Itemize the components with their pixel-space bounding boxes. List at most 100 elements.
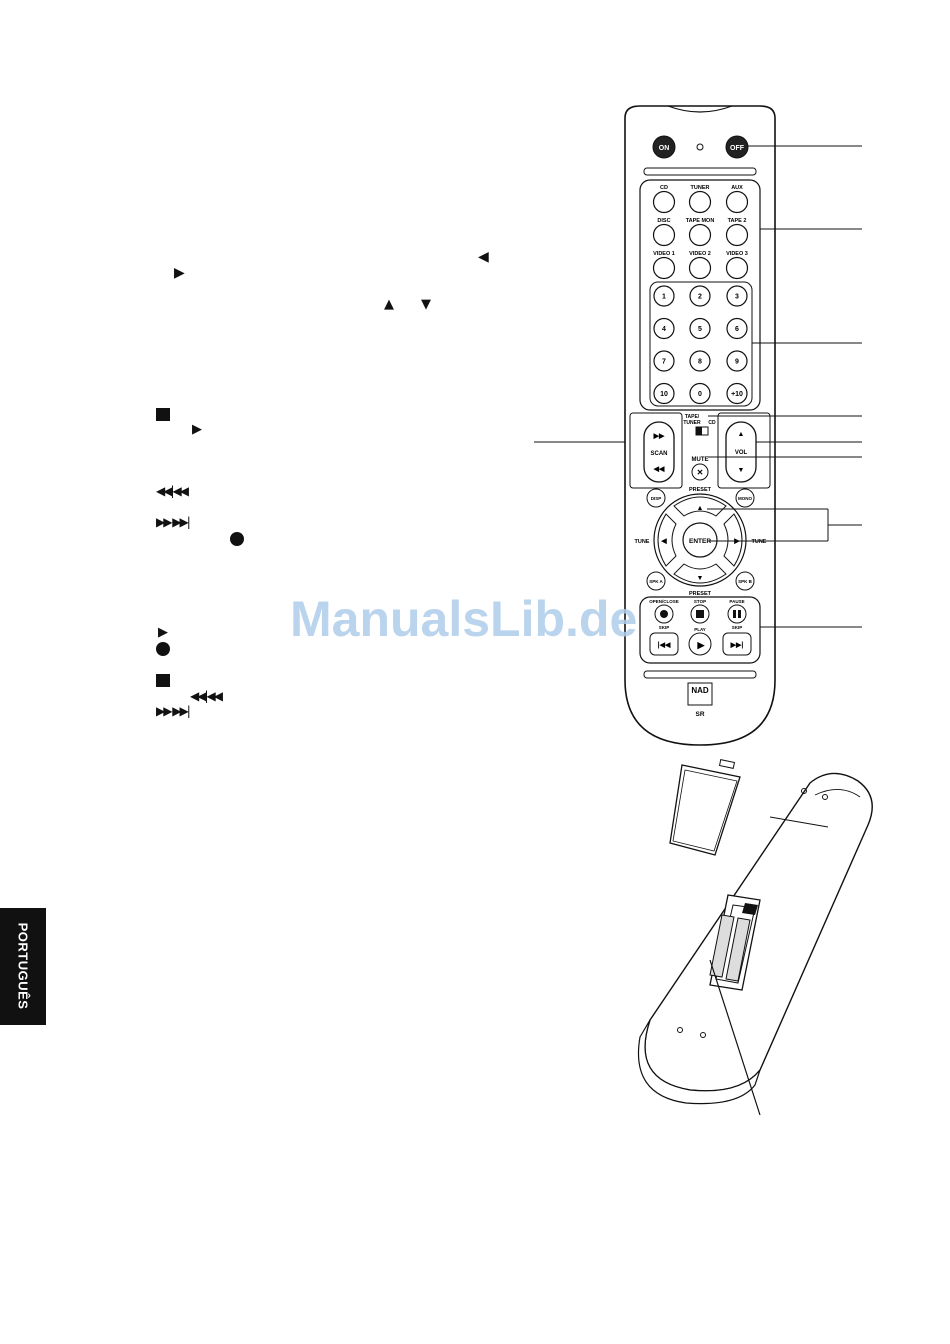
source-button (652, 223, 676, 247)
off-button: OFF (730, 145, 745, 152)
number-button (726, 382, 748, 405)
brand-logo: NAD (691, 686, 709, 695)
preset-top-label: PRESET (689, 487, 712, 493)
tune-right-label: TUNE (752, 539, 767, 545)
down-arrow-icon: ▼ (421, 297, 431, 312)
play-icon: ▶ (192, 422, 202, 437)
number-button (653, 317, 675, 340)
number-button (689, 317, 711, 340)
switch-label-tuner: TUNER (683, 420, 701, 426)
source-button (652, 256, 676, 280)
forward-skip-forward-icon: ▶▶ ▶▶| (156, 704, 191, 718)
number-label: 10 (660, 391, 668, 398)
stop-icon (156, 408, 170, 421)
spk-a-button: SPK A (649, 579, 663, 584)
play-icon: ▶ (697, 640, 706, 650)
skip-forward-icon: ▶▶| (730, 642, 744, 649)
skip-back-icon: |◀◀ (658, 642, 671, 649)
source-button (688, 190, 712, 214)
source-button (652, 190, 676, 214)
right-arrow-icon: ▶ (174, 265, 185, 281)
switch-label-cd: CD (708, 420, 716, 426)
source-button (725, 223, 749, 247)
scan-rewind-icon: ◀◀ (653, 466, 665, 473)
number-label: 3 (735, 294, 739, 301)
pause-label: PAUSE (729, 599, 744, 604)
skip-left-label: SKIP (659, 625, 670, 630)
number-keypad: 1 2 3 4 5 6 7 8 9 10 0 +10 (653, 285, 748, 405)
number-button (689, 285, 711, 307)
enter-button: ENTER (689, 538, 711, 545)
number-button (726, 317, 748, 340)
vol-up-icon: ▲ (738, 431, 745, 438)
scan-label: SCAN (650, 451, 667, 457)
vol-label: VOL (735, 450, 748, 456)
source-label: AUX (731, 185, 743, 191)
model-label: SR (695, 711, 704, 718)
left-arrow-icon: ◀ (478, 249, 489, 265)
stop-label: STOP (694, 599, 706, 604)
remote-control-illustration: ON OFF CD TUNER AUX DISC TAPE MON TAPE 2 VIDEO… (600, 100, 870, 750)
scan-forward-icon: ▶▶ (653, 433, 665, 440)
language-tab: PORTUGUÊS (0, 908, 46, 1025)
spk-b-button: SPK B (738, 579, 753, 584)
source-button (688, 256, 712, 280)
preset-down-icon: ▼ (697, 575, 704, 582)
source-buttons: CD TUNER AUX DISC TAPE MON TAPE 2 VIDEO 1 VIDEO… (652, 185, 749, 280)
number-label: 5 (698, 326, 702, 333)
rewind-skip-back-icon: ◀◀|◀◀ (190, 689, 223, 703)
number-label: 2 (698, 294, 702, 301)
number-label: 9 (735, 359, 739, 366)
on-button: ON (659, 145, 670, 152)
record-icon (230, 532, 244, 546)
number-button (726, 285, 748, 307)
preset-up-icon: ▲ (697, 505, 704, 512)
source-label: TAPE MON (686, 218, 715, 224)
battery-compartment-illustration (610, 755, 890, 1125)
mono-button: MONO (738, 496, 752, 501)
forward-skip-forward-icon: ▶▶ ▶▶| (156, 515, 191, 529)
skip-right-label: SKIP (732, 625, 743, 630)
source-button (725, 256, 749, 280)
switch-label-tape: TAPE/ (685, 414, 700, 420)
tune-left-label: TUNE (635, 539, 650, 545)
number-button (689, 382, 711, 405)
watermark: ManualsLib.de (290, 591, 638, 647)
number-button (653, 382, 675, 405)
number-button (653, 350, 675, 372)
source-label: VIDEO 1 (653, 251, 675, 257)
up-arrow-icon: ▲ (384, 297, 394, 312)
number-button (653, 285, 675, 307)
play-label: PLAY (694, 627, 706, 632)
source-label: DISC (657, 218, 670, 224)
rewind-skip-back-icon: ◀◀|◀◀ (156, 484, 189, 498)
number-label: 8 (698, 359, 702, 366)
number-label: 0 (698, 391, 702, 398)
number-label: 1 (662, 294, 666, 301)
record-icon (156, 642, 170, 656)
tune-left-icon: ◀ (660, 538, 667, 545)
mute-icon: ✕ (697, 468, 704, 477)
source-label: VIDEO 3 (726, 251, 748, 257)
open-close-label: OPEN/CLOSE (649, 599, 679, 604)
source-label: VIDEO 2 (689, 251, 711, 257)
source-label: CD (660, 185, 668, 191)
source-label: TUNER (691, 185, 710, 191)
stop-icon (156, 674, 170, 687)
disp-button: DISP (651, 496, 662, 501)
number-button (689, 350, 711, 372)
number-label: +10 (731, 391, 743, 398)
source-button (725, 190, 749, 214)
number-button (726, 350, 748, 372)
source-button (688, 223, 712, 247)
number-label: 7 (662, 359, 666, 366)
preset-bottom-label: PRESET (689, 591, 712, 597)
number-label: 6 (735, 326, 739, 333)
mute-label: MUTE (692, 457, 709, 463)
scan-leader-line (534, 441, 628, 443)
language-tab-label: PORTUGUÊS (15, 922, 31, 1010)
play-icon: ▶ (158, 625, 168, 640)
vol-down-icon: ▼ (738, 467, 745, 474)
number-label: 4 (662, 326, 666, 333)
source-label: TAPE 2 (728, 218, 747, 224)
